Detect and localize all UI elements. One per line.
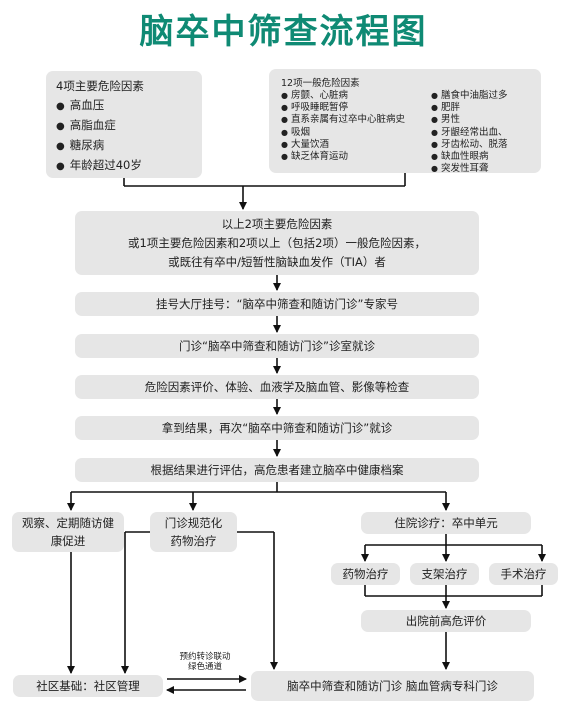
general-risk-item: 呼吸睡眠暂停 [281,102,431,114]
surgery-therapy-box: 手术治疗 [489,563,558,585]
major-risk-box: 4项主要危险因素 高血压 高脂血症 糖尿病 年龄超过40岁 [46,71,202,178]
discharge-evaluation-box: 出院前高危评价 [361,610,531,632]
major-risk-item: 糖尿病 [56,137,202,153]
referral-label-line: 绿色通道 [187,662,222,672]
major-risk-heading: 4项主要危险因素 [56,79,144,93]
step-assessment: 根据结果进行评估，高危患者建立脑卒中健康档案 [75,458,479,482]
drug-therapy-box: 药物治疗 [331,563,400,585]
step-result-visit: 拿到结果，再次“脑卒中筛查和随访门诊”就诊 [75,416,479,440]
page-title: 脑卒中筛查流程图 [139,12,428,52]
general-risk-item: 缺乏体育运动 [281,151,431,163]
major-risk-item: 年龄超过40岁 [56,157,202,173]
major-risk-item: 高血压 [56,97,202,113]
general-risk-item: 肥胖 [431,102,508,114]
major-risk-item: 高脂血症 [56,117,202,133]
general-risk-item: 牙齿松动、脱落 [431,139,508,151]
general-risk-item: 突发性耳聋 [431,163,508,175]
outpatient-drug-box: 门诊规范化药物治疗 [150,512,237,552]
step-examination: 危险因素评价、体验、血液学及脑血管、影像等检查 [75,375,479,399]
inpatient-stroke-unit-box: 住院诊疗：卒中单元 [361,512,531,534]
community-management-box: 社区基础：社区管理 [13,675,163,697]
stent-therapy-box: 支架治疗 [410,563,479,585]
general-risk-item: 男性 [431,114,508,126]
referral-label: 预约转诊联动 绿色通道 [170,652,240,672]
step-clinic-visit: 门诊“脑卒中筛查和随访门诊”诊室就诊 [75,334,479,358]
criteria-line: 以上2项主要危险因素 [221,216,333,231]
observe-followup-box: 观察、定期随访健康促进 [12,512,124,552]
specialist-clinic-box: 脑卒中筛查和随访门诊 脑血管病专科门诊 [251,671,534,701]
general-risk-item: 缺血性眼病 [431,151,508,163]
criteria-line: 或既往有卒中/短暂性脑缺血发作（TIA）者 [168,254,386,269]
general-risk-item: 膳食中油脂过多 [431,90,508,102]
general-risk-item: 直系亲属有过卒中心脏病史 [281,114,431,126]
criteria-line: 或1项主要危险因素和2项以上（包括2项）一般危险因素， [128,235,426,250]
step-registration: 挂号大厅挂号：“脑卒中筛查和随访门诊”专家号 [75,292,479,316]
general-risk-item: 吸烟 [281,127,431,139]
general-risk-heading: 12项一般危险因素 [281,78,360,89]
general-risk-item: 牙龈经常出血、 [431,127,508,139]
screening-criteria-box: 以上2项主要危险因素 或1项主要危险因素和2项以上（包括2项）一般危险因素， 或… [75,211,479,275]
general-risk-item: 大量饮酒 [281,139,431,151]
general-risk-item: 房颤、心脏病 [281,90,431,102]
referral-label-line: 预约转诊联动 [179,652,231,662]
general-risk-box: 12项一般危险因素 房颤、心脏病 呼吸睡眠暂停 直系亲属有过卒中心脏病史 吸烟 … [269,69,541,175]
